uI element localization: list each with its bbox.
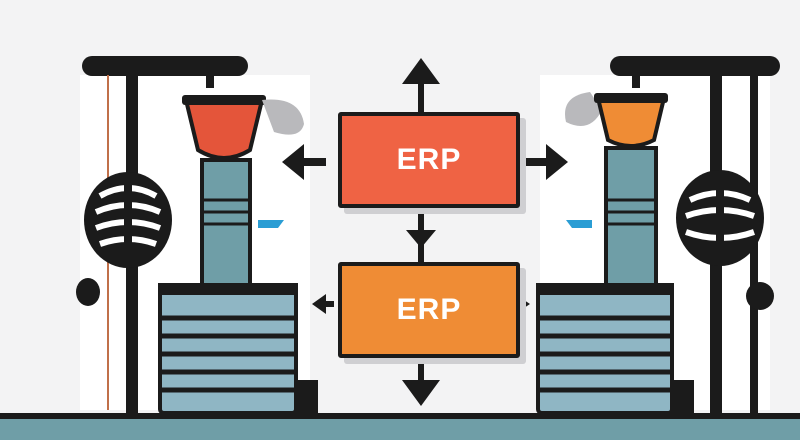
arrow-right-shaft <box>516 158 548 166</box>
arrow-small-right-icon <box>518 296 530 312</box>
arrow-down-icon <box>402 380 440 406</box>
base-platform-line <box>0 413 800 419</box>
erp-node-top: ERP <box>338 112 520 208</box>
right-small-knob <box>746 282 774 310</box>
left-shadow-blob <box>262 99 304 135</box>
right-hanger <box>632 70 640 88</box>
arrow-right-icon <box>546 144 568 180</box>
right-shadow-blob <box>565 92 602 126</box>
right-blue-accent <box>566 220 592 228</box>
arrow-left-shaft <box>300 158 326 166</box>
arrow-middle-down-icon <box>406 230 436 248</box>
left-top-bar <box>82 56 248 76</box>
left-cup-icon <box>183 98 265 160</box>
left-cup-rim <box>182 95 266 105</box>
right-cup-rim <box>594 93 668 103</box>
right-tank-base <box>672 380 694 414</box>
left-machine <box>76 56 318 415</box>
right-cup-icon <box>595 96 667 148</box>
left-hanger <box>206 70 214 88</box>
center-connectors <box>282 58 568 406</box>
left-blue-accent <box>258 220 284 228</box>
left-emblem-icon <box>84 172 172 268</box>
left-small-knob <box>76 278 100 306</box>
arrow-small-left-icon <box>312 294 326 314</box>
right-tank-top <box>536 283 674 295</box>
right-machine <box>536 56 780 415</box>
left-tank-top <box>158 283 298 295</box>
right-emblem-icon <box>676 170 764 266</box>
erp-node-top-label: ERP <box>396 143 462 176</box>
left-tank-base <box>296 380 318 414</box>
right-top-bar <box>610 56 780 76</box>
left-tank <box>158 283 298 415</box>
arrow-left-icon <box>282 144 304 180</box>
arrow-small-left-shaft <box>322 301 334 307</box>
right-column <box>604 146 658 287</box>
arrow-up-icon <box>402 58 440 84</box>
erp-node-bottom-label: ERP <box>396 293 462 326</box>
right-tank <box>536 283 674 415</box>
erp-node-bottom: ERP <box>338 262 520 358</box>
